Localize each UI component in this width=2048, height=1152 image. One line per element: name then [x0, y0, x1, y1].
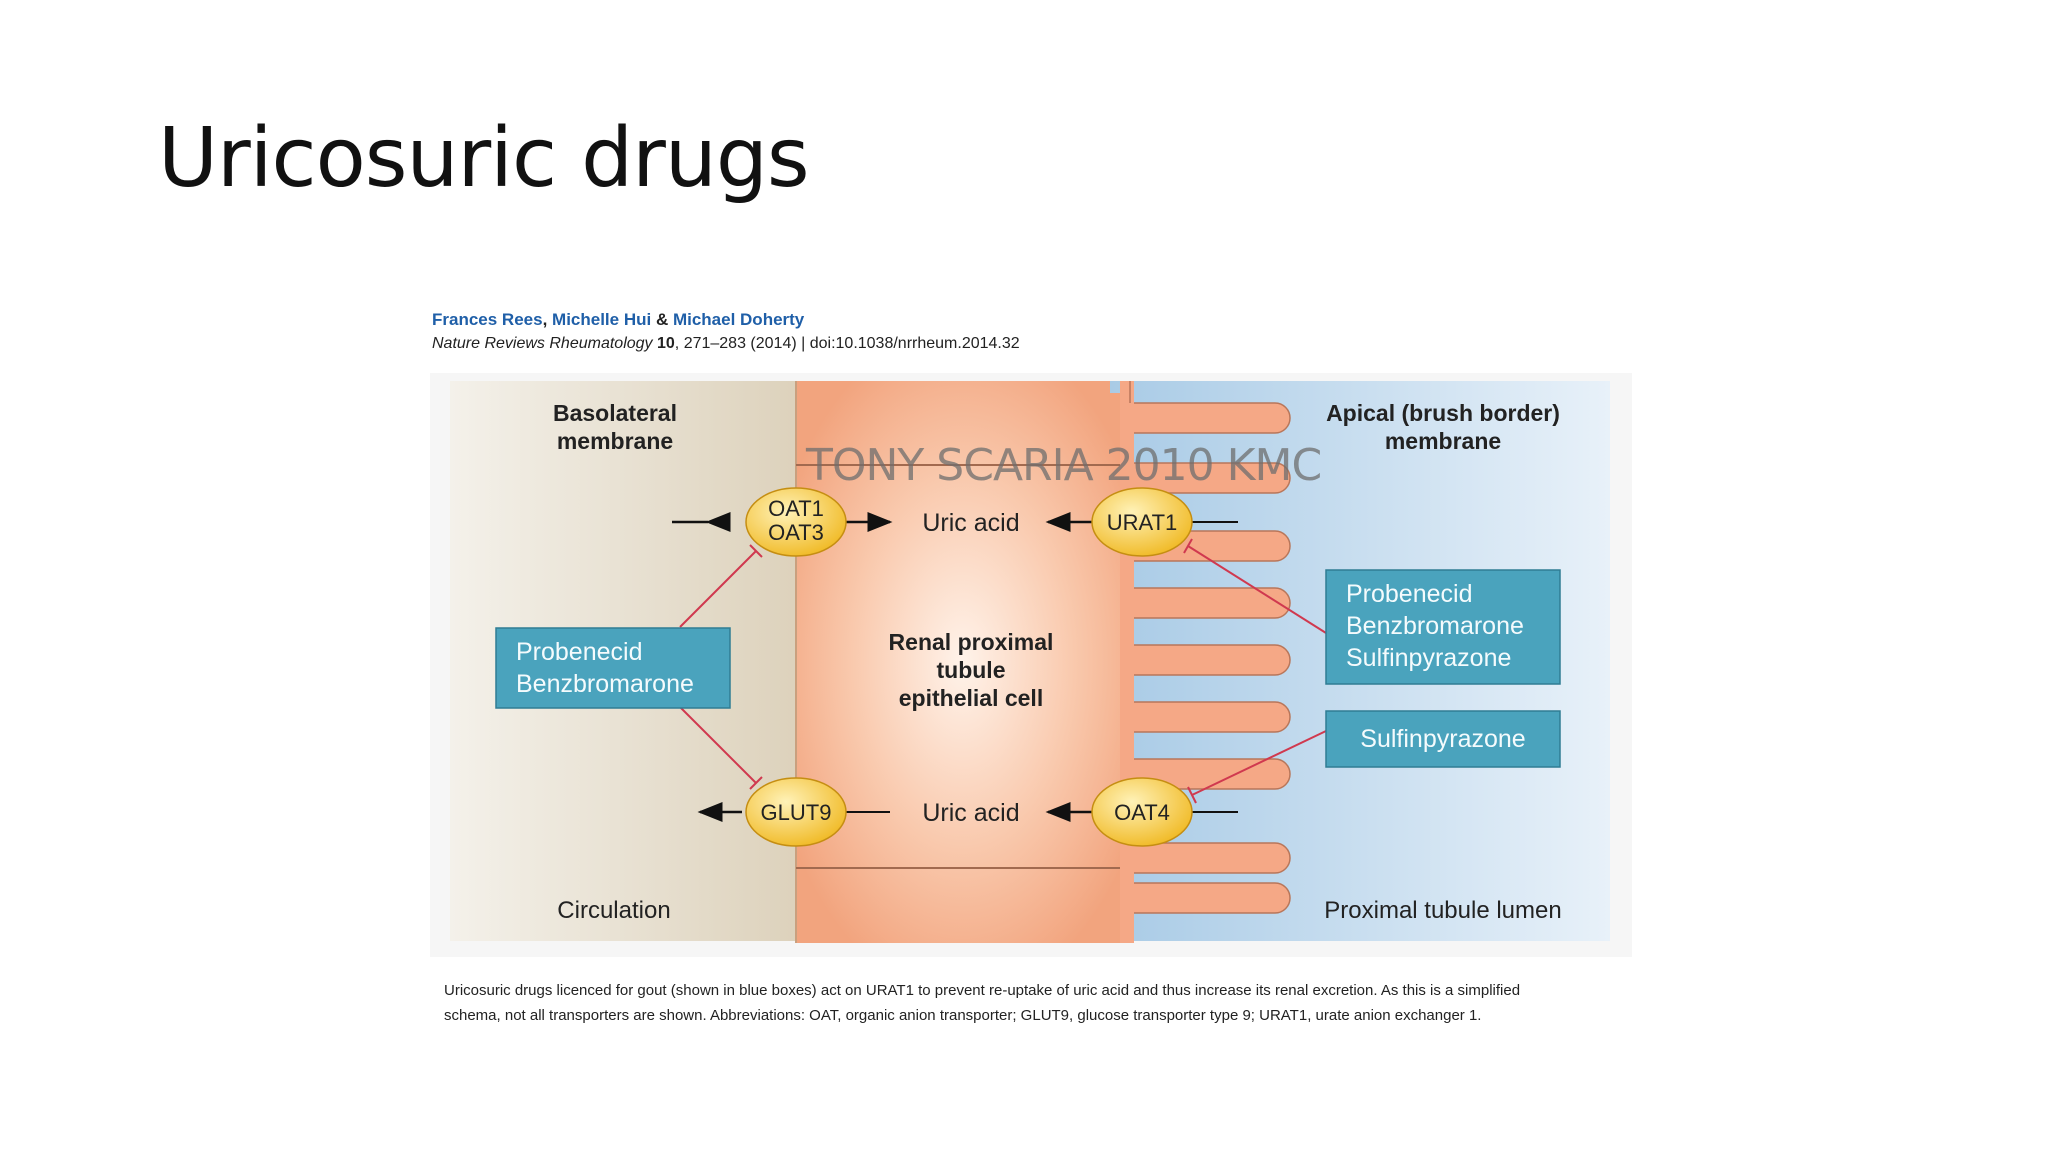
uric-acid-bottom: Uric acid — [922, 799, 1019, 827]
basolateral-label: membrane — [557, 428, 673, 454]
author-separator: , — [542, 310, 553, 329]
glut9-transporter — [745, 777, 847, 847]
inhibitor-lines — [679, 538, 1327, 804]
drug-name: Benzbromarone — [516, 670, 694, 698]
urat1-label: URAT1 — [1107, 510, 1178, 535]
apical-label: Apical (brush border) — [1326, 400, 1560, 426]
oat4-transporter — [1091, 777, 1193, 847]
journal-name: Nature Reviews Rheumatology — [432, 335, 653, 352]
cell-label: epithelial cell — [899, 685, 1043, 711]
uric-acid-top: Uric acid — [922, 509, 1019, 537]
oat4-label: OAT4 — [1114, 800, 1170, 825]
doi-separator: | — [796, 335, 810, 352]
caption-line: schema, not all transporters are shown. … — [444, 1007, 1482, 1024]
journal-volume: 10 — [657, 335, 675, 352]
oat3-label: OAT3 — [768, 520, 824, 545]
doi-text: doi:10.1038/nrrheum.2014.32 — [809, 335, 1020, 352]
cell-label: Renal proximal — [889, 629, 1054, 655]
caption-line: Uricosuric drugs licenced for gout (show… — [444, 982, 1521, 999]
figure-caption: Uricosuric drugs licenced for gout (show… — [444, 978, 1624, 1028]
lumen-label: Proximal tubule lumen — [1324, 897, 1561, 924]
slide-title: Uricosuric drugs — [158, 111, 810, 206]
urat1-transporter — [1091, 487, 1193, 557]
author-name[interactable]: Michelle Hui — [552, 310, 652, 329]
glut9-label: GLUT9 — [761, 800, 832, 825]
figure-panel: Frances Rees, Michelle Hui & Michael Doh… — [430, 305, 1632, 1040]
basolateral-label: Basolateral — [553, 400, 677, 426]
apical-label: membrane — [1385, 428, 1501, 454]
transport-diagram: Basolateral membrane Apical (brush borde… — [430, 373, 1632, 957]
oat1-label: OAT1 — [768, 496, 824, 521]
author-name[interactable]: Michael Doherty — [672, 310, 805, 329]
drug-box-right-top — [1325, 569, 1561, 685]
author-separator: & — [651, 310, 673, 329]
drug-name: Probenecid — [1346, 580, 1472, 608]
cell-label: tubule — [937, 657, 1006, 683]
author-name[interactable]: Frances Rees — [432, 310, 543, 329]
drug-name: Sulfinpyrazone — [1360, 725, 1525, 753]
drug-name: Benzbromarone — [1346, 612, 1524, 640]
circulation-label: Circulation — [557, 897, 670, 924]
drug-name: Probenecid — [516, 638, 642, 666]
figure-authors: Frances Rees, Michelle Hui & Michael Doh… — [432, 310, 804, 330]
oat1-oat3-transporter — [745, 487, 847, 557]
drug-name: Sulfinpyrazone — [1346, 644, 1511, 672]
drug-box-left — [495, 627, 731, 709]
journal-pages: , 271–283 (2014) — [674, 335, 797, 352]
drug-box-right-bottom — [1325, 710, 1561, 768]
watermark: TONY SCARIA 2010 KMC — [806, 440, 1322, 491]
figure-citation: Nature Reviews Rheumatology 10, 271–283 … — [432, 335, 1020, 353]
